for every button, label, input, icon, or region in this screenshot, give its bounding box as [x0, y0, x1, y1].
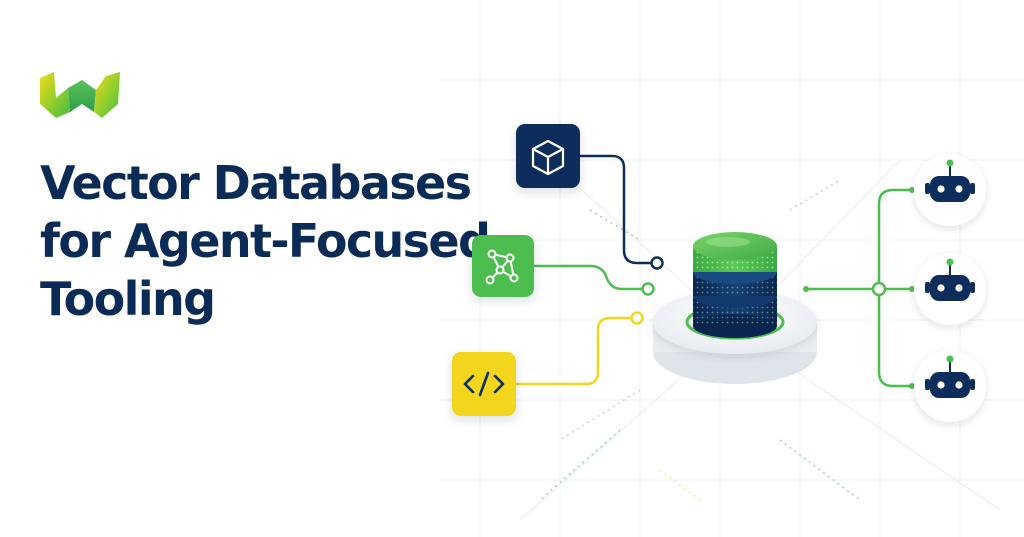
- connector-database-to-agents: [803, 187, 915, 389]
- vector-database-icon: [693, 232, 777, 338]
- cube-icon: [531, 139, 565, 176]
- w-logo-icon: [40, 72, 120, 118]
- title-line-1: Vector Databases: [40, 156, 472, 210]
- graph-nodes-icon: [485, 249, 519, 285]
- connector-code-to-database: [516, 311, 644, 386]
- title-line-3: Tooling: [40, 272, 216, 326]
- agent-node-3: [914, 350, 986, 422]
- agent-node-1: [914, 154, 986, 226]
- connector-graph-to-database: [534, 264, 655, 296]
- title-line-2: for Agent-Focused: [40, 214, 491, 268]
- robot-icon: [925, 159, 975, 202]
- robot-icon: [925, 258, 975, 301]
- connector-cube-to-database: [580, 154, 664, 270]
- robot-icon: [925, 355, 975, 398]
- agent-node-2: [914, 253, 986, 325]
- page-title: Vector Databases for Agent-Focused Tooli…: [40, 154, 491, 328]
- code-brackets-icon: [463, 371, 505, 397]
